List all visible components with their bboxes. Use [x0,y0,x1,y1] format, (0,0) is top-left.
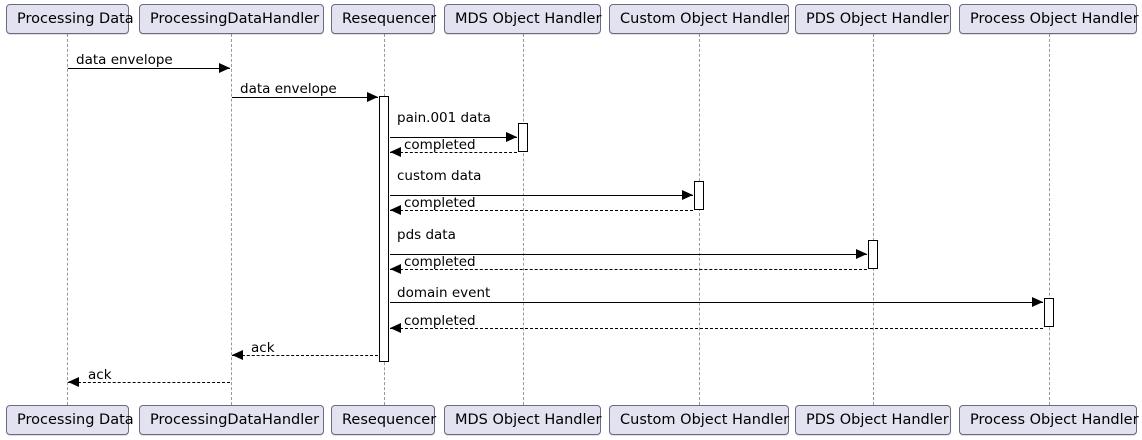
participant-bottom-processing-data[interactable]: Processing Data [6,405,134,435]
msg-domain-event-label: domain event [397,285,491,301]
lifeline-processing-data [67,34,68,405]
participant-top-processing-data[interactable]: Processing Data [6,4,134,34]
msg-completed-3-arrowhead [390,264,401,274]
lifeline-processing-data-handler [231,34,232,405]
participant-bottom-pds-object-handler[interactable]: PDS Object Handler [795,405,951,435]
participant-top-process-object-handler[interactable]: Process Object Handler [959,4,1139,34]
msg-ack-2-label: ack [88,367,112,383]
participant-label: Custom Object Handler [620,412,790,428]
participant-label: PDS Object Handler [806,412,949,428]
msg-completed-1-arrowhead [390,147,401,157]
msg-domain-event-arrowhead [1032,297,1043,307]
msg-completed-3-label: completed [404,254,476,270]
lifeline-mds-object-handler [523,34,524,405]
participant-bottom-processing-data-handler[interactable]: ProcessingDataHandler [139,405,324,435]
participant-label: Process Object Handler [970,11,1139,27]
participant-label: ProcessingDataHandler [150,11,320,27]
msg-domain-event-line [390,302,1043,303]
participant-label: Custom Object Handler [620,11,790,27]
lifeline-pds-object-handler [873,34,874,405]
msg-completed-4-arrowhead [390,323,401,333]
msg-ack-2-arrowhead [68,377,79,387]
msg-completed-2-line [390,210,693,211]
pds-activation [868,240,878,269]
msg-data-envelope-2-label: data envelope [240,81,337,97]
participant-top-pds-object-handler[interactable]: PDS Object Handler [795,4,951,34]
participant-label: Processing Data [17,11,134,27]
participant-top-processing-data-handler[interactable]: ProcessingDataHandler [139,4,324,34]
participant-label: PDS Object Handler [806,11,949,27]
participant-label: MDS Object Handler [455,412,602,428]
msg-completed-4-label: completed [404,313,476,329]
msg-ack-1-label: ack [251,340,275,356]
participant-label: Process Object Handler [970,412,1139,428]
msg-data-envelope-1-arrowhead [219,63,230,73]
msg-completed-3-line [390,269,867,270]
msg-completed-2-label: completed [404,195,476,211]
process-activation [1044,298,1054,327]
msg-custom-data-arrowhead [682,190,693,200]
msg-completed-4-line [390,328,1043,329]
msg-pain001-data-label: pain.001 data [397,110,491,126]
participant-bottom-process-object-handler[interactable]: Process Object Handler [959,405,1139,435]
msg-custom-data-line [390,195,693,196]
participant-top-mds-object-handler[interactable]: MDS Object Handler [444,4,601,34]
msg-completed-2-arrowhead [390,205,401,215]
msg-custom-data-label: custom data [397,168,482,184]
msg-data-envelope-2-arrowhead [367,92,378,102]
msg-pain001-data-line [390,137,517,138]
participant-label: Processing Data [17,412,134,428]
msg-completed-1-label: completed [404,137,476,153]
participant-bottom-mds-object-handler[interactable]: MDS Object Handler [444,405,601,435]
msg-data-envelope-1-line [68,68,230,69]
msg-pain001-data-arrowhead [506,132,517,142]
msg-ack-1-line [232,355,378,356]
participant-bottom-resequencer[interactable]: Resequencer [331,405,437,435]
participant-label: MDS Object Handler [455,11,602,27]
participant-top-custom-object-handler[interactable]: Custom Object Handler [609,4,789,34]
lifeline-process-object-handler [1049,34,1050,405]
participant-top-resequencer[interactable]: Resequencer [331,4,437,34]
msg-ack-2-line [68,382,230,383]
custom-activation [694,181,704,210]
participant-label: Resequencer [342,412,437,428]
participant-label: ProcessingDataHandler [150,412,320,428]
resequencer-activation [379,96,389,362]
mds-activation [518,123,528,152]
lifeline-custom-object-handler [699,34,700,405]
msg-data-envelope-1-label: data envelope [76,52,173,68]
participant-label: Resequencer [342,11,437,27]
participant-bottom-custom-object-handler[interactable]: Custom Object Handler [609,405,789,435]
msg-ack-1-arrowhead [232,350,243,360]
msg-data-envelope-2-line [232,97,378,98]
msg-pds-data-line [390,254,867,255]
msg-pds-data-arrowhead [856,249,867,259]
msg-pds-data-label: pds data [397,227,456,243]
msg-completed-1-line [390,152,517,153]
